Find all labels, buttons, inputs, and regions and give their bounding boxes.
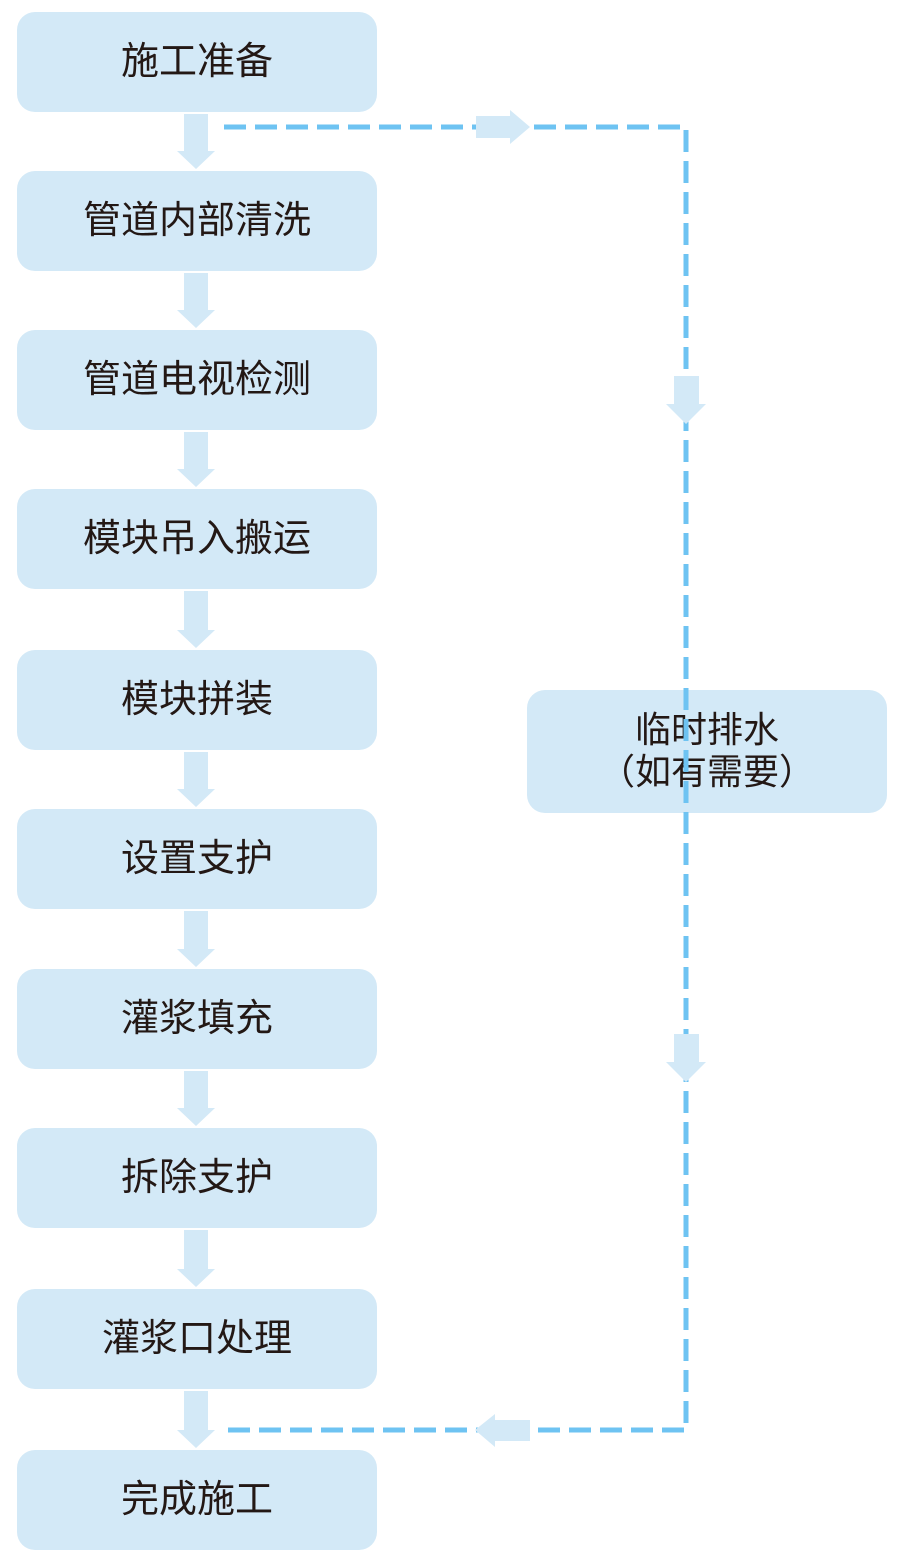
step-box: 拆除支护	[17, 1128, 377, 1228]
step-label: 施工准备	[120, 39, 273, 84]
step-label: 完成施工	[120, 1477, 273, 1522]
step-label: 设置支护	[120, 836, 273, 881]
step-box: 管道内部清洗	[17, 171, 377, 271]
bypass-arrow-right	[476, 110, 530, 144]
step-box: 灌浆填充	[17, 969, 377, 1069]
step-label: 管道内部清洗	[82, 198, 311, 243]
step-box: 灌浆口处理	[17, 1289, 377, 1389]
flow-arrow-down	[177, 1071, 215, 1126]
step-label: 拆除支护	[120, 1155, 273, 1200]
flow-arrow-down	[177, 591, 215, 648]
side-step-line2: （如有需要）	[598, 751, 815, 793]
bypass-arrow-down-upper	[666, 376, 706, 424]
step-box: 模块吊入搬运	[17, 489, 377, 589]
flow-arrow-down	[177, 114, 215, 169]
step-box: 完成施工	[17, 1450, 377, 1550]
bypass-arrow-left	[475, 1414, 530, 1447]
step-label: 模块吊入搬运	[82, 516, 311, 561]
step-box: 管道电视检测	[17, 330, 377, 430]
side-step-line1: 临时排水	[634, 710, 779, 752]
flow-arrow-down	[177, 752, 215, 807]
flow-arrow-down	[177, 1230, 215, 1287]
step-box: 模块拼装	[17, 650, 377, 750]
side-step-temporary-drainage: 临时排水 （如有需要）	[527, 690, 887, 813]
step-box: 设置支护	[17, 809, 377, 909]
step-label: 灌浆填充	[120, 996, 273, 1041]
bypass-arrow-down-lower	[666, 1034, 706, 1082]
step-label: 灌浆口处理	[101, 1316, 292, 1361]
flow-arrow-down	[177, 273, 215, 328]
step-label: 模块拼装	[120, 677, 273, 722]
step-label: 管道电视检测	[82, 357, 311, 402]
step-box: 施工准备	[17, 12, 377, 112]
flow-arrow-down	[177, 432, 215, 487]
flow-arrow-down	[177, 1391, 215, 1448]
flow-arrow-down	[177, 911, 215, 967]
